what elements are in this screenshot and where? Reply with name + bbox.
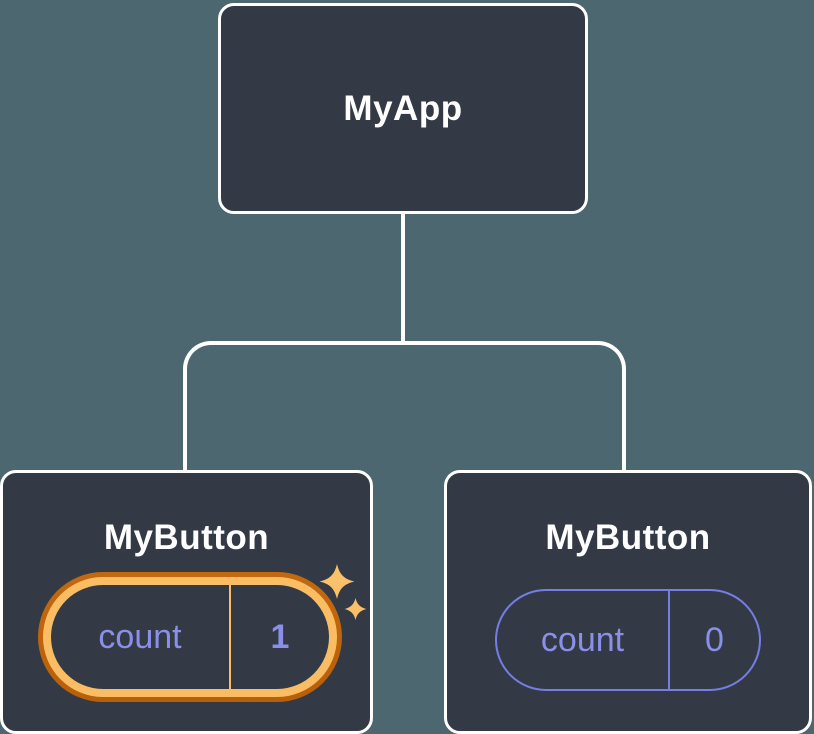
node-mybutton-left-label: MyButton — [103, 518, 270, 557]
node-mybutton-left: MyButton count 1 — [0, 470, 373, 734]
node-mybutton-right: MyButton count 0 — [444, 470, 812, 734]
sparkles-icon — [319, 564, 367, 620]
state-badge: count 0 — [495, 589, 761, 691]
tree-connector-root-stem — [401, 211, 405, 344]
state-divider — [229, 585, 231, 689]
state-divider — [668, 591, 670, 689]
node-myapp: MyApp — [218, 3, 588, 214]
tree-connector-branches — [183, 341, 626, 471]
highlight-ring: count 1 — [38, 572, 342, 702]
node-myapp-label: MyApp — [343, 88, 463, 128]
node-mybutton-right-label: MyButton — [545, 518, 711, 557]
state-badge: count 1 — [51, 585, 329, 689]
state-value: 1 — [270, 617, 290, 656]
state-value: 0 — [705, 620, 724, 659]
state-key: count — [98, 617, 182, 656]
highlight-ring-inner: count 1 — [43, 577, 337, 697]
state-key: count — [540, 620, 625, 659]
